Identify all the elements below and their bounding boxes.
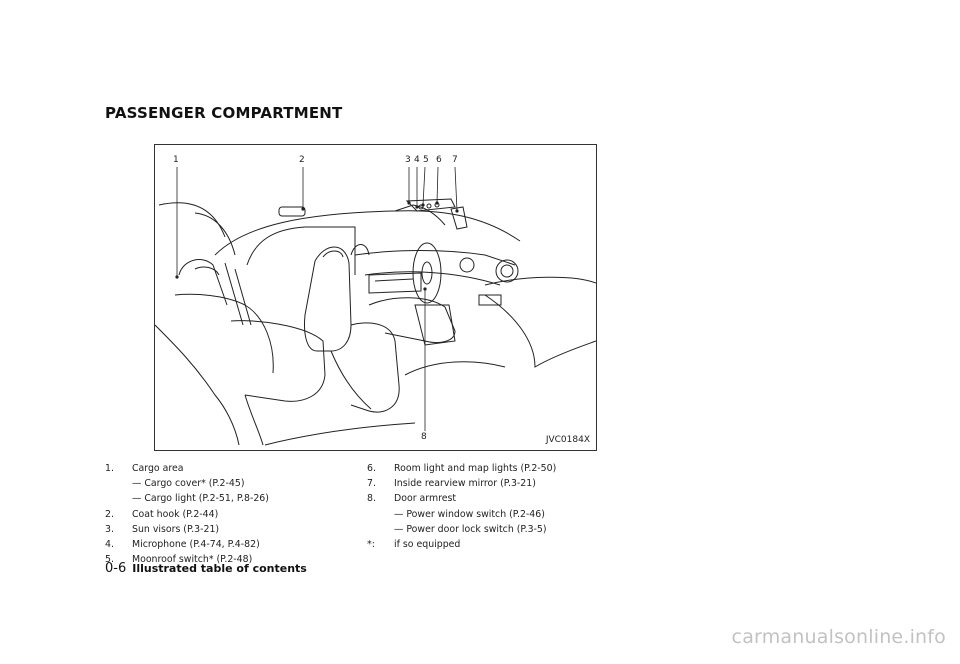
item-text: Coat hook (P.2-44) [132, 508, 219, 520]
item-text: Room light and map lights (P.2-50) [394, 463, 557, 474]
item-number: 7. [367, 478, 376, 490]
list-item: *: if so equipped [367, 537, 556, 552]
sub-item: — Cargo light (P.2-51, P.8-26) [132, 493, 269, 505]
item-text: Microphone (P.4-74, P.4-82) [132, 539, 260, 551]
callout-1: 1 [173, 155, 179, 165]
figure-id: JVC0184X [545, 435, 590, 445]
list-item: 2. Coat hook (P.2-44) [105, 507, 269, 522]
item-text: Door armrest [394, 493, 457, 505]
item-text: Cargo area [132, 463, 184, 474]
sub-item: — Power door lock switch (P.3-5) [394, 523, 547, 535]
list-item: 7. Inside rearview mirror (P.3-21) [367, 476, 556, 491]
interior-illustration: 1 2 3 4 5 6 7 8 JVC0184X [154, 144, 597, 451]
section-title: PASSENGER COMPARTMENT [105, 104, 343, 122]
list-item: 6. Room light and map lights (P.2-50) [367, 461, 556, 476]
item-text: Inside rearview mirror (P.3-21) [394, 478, 536, 490]
callout-3: 3 [405, 155, 411, 165]
item-text: Moonroof switch* (P.2-48) [132, 554, 253, 566]
item-number: 1. [105, 463, 114, 474]
page-number: 0-6 [105, 561, 127, 576]
callout-2: 2 [299, 155, 305, 165]
item-number: 5. [105, 554, 114, 566]
page-footer: 0-6 Illustrated table of contents [105, 561, 307, 576]
callout-8: 8 [421, 432, 427, 442]
list-item: 8. Door armrest [367, 491, 556, 506]
list-item: 1. Cargo area [105, 461, 269, 476]
legend-list-left: 1. Cargo area — Cargo cover* (P.2-45) — C… [105, 461, 269, 567]
callout-5: 5 [423, 155, 429, 165]
item-text: if so equipped [394, 539, 461, 551]
item-number: 3. [105, 523, 114, 535]
watermark: carmanualsonline.info [731, 626, 946, 648]
car-interior-drawing [155, 166, 596, 446]
list-item: 3. Sun visors (P.3-21) [105, 522, 269, 537]
callout-6: 6 [436, 155, 442, 165]
item-number: 4. [105, 539, 114, 551]
item-text: Sun visors (P.3-21) [132, 523, 220, 535]
item-number: 8. [367, 493, 376, 505]
chapter-title: Illustrated table of contents [132, 562, 307, 575]
item-number: *: [367, 539, 375, 551]
callout-4: 4 [414, 155, 420, 165]
callout-7: 7 [452, 155, 458, 165]
item-number: 2. [105, 508, 114, 520]
list-item: 4. Microphone (P.4-74, P.4-82) [105, 537, 269, 552]
legend-list-right: 6. Room light and map lights (P.2-50) 7. I… [367, 461, 556, 552]
list-item: 5. Moonroof switch* (P.2-48) [105, 552, 269, 567]
item-number: 6. [367, 463, 376, 474]
sub-item: — Power window switch (P.2-46) [394, 508, 545, 520]
sub-item: — Cargo cover* (P.2-45) [132, 478, 245, 490]
